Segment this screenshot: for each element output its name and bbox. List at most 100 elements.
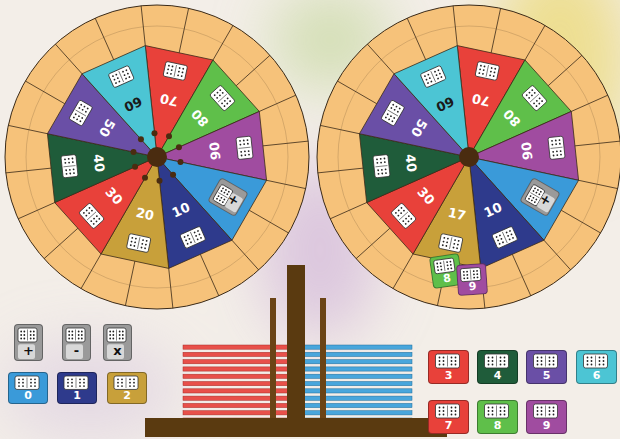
- blue-bar: [303, 352, 412, 356]
- die-dot: [71, 385, 73, 387]
- die-dot: [541, 364, 543, 366]
- die-dot: [247, 143, 249, 145]
- die-dot: [463, 274, 465, 276]
- die-icon: [475, 61, 500, 80]
- die-dot: [121, 382, 123, 384]
- die-dot: [142, 239, 144, 241]
- die-dot: [549, 360, 551, 362]
- die-dot: [71, 334, 73, 336]
- die-dot: [133, 378, 135, 380]
- die-divider: [447, 356, 448, 367]
- die-dot: [437, 266, 439, 268]
- die-dot: [83, 212, 86, 215]
- die-face: [475, 61, 500, 80]
- die-dot: [442, 244, 444, 246]
- ring-divider: [318, 168, 363, 173]
- ring-divider: [320, 125, 359, 133]
- die-dot: [140, 246, 142, 248]
- die-dot: [512, 237, 514, 239]
- die-dot: [591, 360, 593, 362]
- die-dot: [135, 238, 137, 240]
- die-dot: [380, 162, 382, 164]
- die-dot: [190, 241, 192, 243]
- die-dot: [531, 94, 534, 97]
- sector-number: 60: [434, 94, 456, 113]
- number-tile: +: [207, 177, 249, 217]
- die-dot: [447, 268, 449, 270]
- die-divider: [388, 110, 398, 116]
- die-dot: [223, 105, 226, 108]
- die-dot: [500, 410, 502, 412]
- die-dot: [505, 231, 507, 233]
- die-dot: [603, 357, 605, 359]
- sector-number: 80: [501, 107, 523, 129]
- die-dot: [222, 187, 224, 189]
- die-dot: [68, 338, 70, 340]
- blue-bar: [303, 360, 412, 364]
- die-dot: [79, 378, 81, 380]
- die-dot: [492, 360, 494, 362]
- die-divider: [239, 147, 251, 148]
- die-dot: [537, 360, 539, 362]
- die-face: [180, 226, 206, 249]
- die-dot: [435, 74, 437, 76]
- ring-divider: [95, 18, 113, 60]
- die-dot: [67, 382, 69, 384]
- ring-divider: [561, 210, 600, 233]
- die-dot: [541, 357, 543, 359]
- die-dot: [78, 338, 80, 340]
- die-dot: [455, 357, 457, 359]
- die-dot: [538, 102, 541, 105]
- die-dot: [407, 220, 410, 223]
- die-dot: [78, 331, 80, 333]
- die-divider: [545, 356, 546, 367]
- die-dot: [488, 360, 490, 362]
- die-face: [79, 203, 105, 229]
- die-dot: [488, 364, 490, 366]
- die-dot: [123, 74, 125, 76]
- die-dot: [603, 360, 605, 362]
- center-dot: [132, 164, 138, 170]
- die-dot: [587, 364, 589, 366]
- center-dot: [131, 149, 137, 155]
- die-dot: [499, 234, 501, 236]
- die-dot: [30, 385, 32, 387]
- die-face: [391, 203, 417, 229]
- die-dot: [71, 158, 73, 160]
- die-dot: [122, 334, 124, 336]
- sector-number: 30: [103, 185, 125, 207]
- die-face: [163, 61, 188, 80]
- die-dot: [248, 154, 250, 156]
- die-dot: [71, 338, 73, 340]
- tile-number: 2: [108, 390, 146, 401]
- die-dot: [81, 109, 83, 111]
- die-dot: [443, 414, 445, 416]
- die-divider: [551, 147, 563, 148]
- die-dot: [385, 168, 387, 170]
- die-dot: [551, 144, 553, 146]
- die-dot: [112, 75, 114, 77]
- die-dot: [30, 382, 32, 384]
- die-dot: [488, 410, 490, 412]
- die-dot: [117, 77, 119, 79]
- die-dot: [216, 97, 219, 100]
- die-dot: [398, 107, 400, 109]
- tile-number: x: [104, 344, 131, 357]
- die-dot: [200, 237, 202, 239]
- die-face: [381, 100, 405, 127]
- die-dot: [20, 334, 22, 336]
- die-dot: [224, 100, 227, 103]
- die-dot: [68, 331, 70, 333]
- die-dot: [549, 414, 551, 416]
- die-dot: [115, 82, 117, 84]
- blue-bar: [303, 396, 412, 400]
- sector-number: 40: [404, 153, 419, 172]
- number-tile: 7: [428, 400, 469, 434]
- die-dot: [30, 334, 32, 336]
- die-dot: [79, 382, 81, 384]
- number-tile: 9: [526, 400, 567, 434]
- ring-divider: [55, 44, 82, 74]
- die-dot: [134, 241, 136, 243]
- sector-number: 20: [135, 205, 155, 221]
